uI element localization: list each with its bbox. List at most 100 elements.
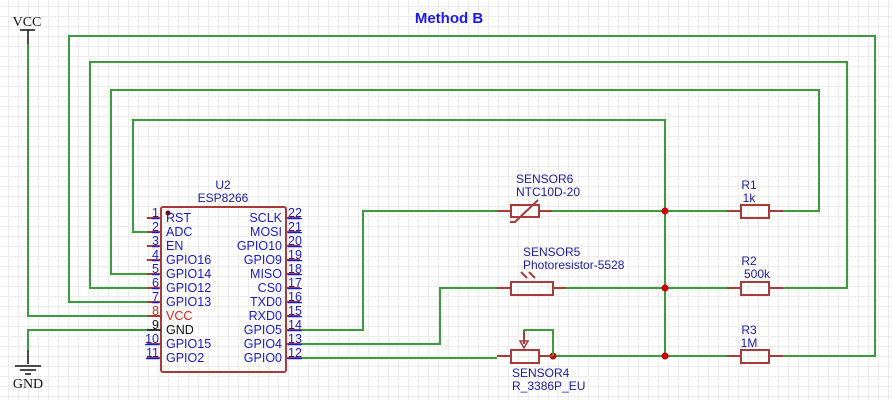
wiper-arrow-icon [518, 340, 530, 350]
wire-gpio4-sensor5[interactable] [298, 287, 497, 345]
r2-designator: R2 [741, 254, 757, 268]
gnd-power-port[interactable]: GND [13, 350, 43, 392]
r1-designator: R1 [741, 178, 757, 192]
light-arrow-icon [520, 271, 528, 279]
chip-body [160, 206, 287, 373]
pin-name: GPIO12 [166, 281, 211, 295]
pin-name: RXD0 [249, 309, 282, 323]
sensor6-designator: SENSOR6 [516, 172, 574, 186]
chip-pin-right[interactable]: 15 RXD0 [249, 304, 302, 323]
pin-name: GND [166, 323, 194, 337]
sensor6-part: NTC10D-20 [516, 185, 580, 199]
r2-value: 500k [744, 267, 771, 281]
thermistor-icon [510, 204, 540, 218]
chip-pin-right[interactable]: 18 MISO [250, 262, 302, 281]
pin-name: GPIO16 [166, 253, 211, 267]
wire-gpio14-r1[interactable] [110, 89, 820, 275]
sensor6-thermistor[interactable]: SENSOR6 NTC10D-20 [497, 172, 580, 223]
pin-number: 13 [288, 332, 302, 346]
pin-name: GPIO4 [244, 337, 282, 351]
pin-number: 2 [152, 220, 159, 234]
pin-number: 3 [152, 234, 159, 248]
pin-name: GPIO15 [166, 337, 211, 351]
pin-name: GPIO5 [244, 323, 282, 337]
pin-number: 17 [288, 276, 302, 290]
pin-name: TXD0 [250, 295, 282, 309]
pin-name: GPIO13 [166, 295, 211, 309]
sensor4-designator: SENSOR4 [512, 366, 570, 380]
sensor5-part: Photoresistor-5528 [523, 258, 625, 272]
resistor-icon [740, 281, 770, 296]
pin-number: 15 [288, 304, 302, 318]
pin-name: GPIO0 [244, 351, 282, 365]
sensor5-designator: SENSOR5 [523, 245, 581, 259]
chip-designator: U2 [215, 178, 231, 192]
wire-adc-common[interactable] [132, 119, 666, 356]
chip-pin-left[interactable]: 9 GND [147, 318, 194, 337]
sensor5-photoresistor[interactable]: SENSOR5 Photoresistor-5528 [497, 245, 625, 296]
chip-pin-right[interactable]: 16 TXD0 [250, 290, 302, 309]
wire-gnd[interactable] [27, 329, 150, 350]
potentiometer-icon [510, 349, 540, 364]
pin-name: GPIO2 [166, 351, 204, 365]
light-arrow-icon [528, 271, 536, 279]
chip-pin-left[interactable]: 7 GPIO13 [147, 290, 211, 309]
wire-gpio13-r3[interactable] [68, 35, 876, 357]
pin-number: 5 [152, 262, 159, 276]
junction-dot [661, 284, 669, 292]
pin-name: GPIO14 [166, 267, 211, 281]
schematic-title: Method B [415, 10, 483, 27]
chip-pin-right[interactable]: 13 GPIO4 [244, 332, 302, 351]
resistor-r1[interactable]: R1 1k [727, 178, 783, 219]
pin-number: 6 [152, 276, 159, 290]
pin-number: 18 [288, 262, 302, 276]
vcc-power-port[interactable]: VCC [13, 15, 42, 44]
pin-number: 9 [152, 318, 159, 332]
resistor-r2[interactable]: R2 500k [727, 254, 783, 296]
chip-pin-right[interactable]: 12 GPIO0 [244, 346, 302, 365]
chip-pin-right[interactable]: 14 GPIO5 [244, 318, 302, 337]
pin-name: CS0 [258, 281, 282, 295]
wire-vcc[interactable] [27, 44, 150, 317]
wire-wiper-short[interactable] [524, 329, 554, 356]
chip-pin-left[interactable]: 2 ADC [147, 220, 192, 239]
pin-number: 21 [288, 220, 302, 234]
sensor4-potentiometer[interactable]: SENSOR4 R_3386P_EU [497, 329, 585, 393]
wire-gpio5-sensor6[interactable] [298, 210, 497, 331]
pin-name: ADC [166, 225, 192, 239]
pin-number: 7 [152, 290, 159, 304]
wire-gpio12-r2[interactable] [89, 61, 848, 289]
chip-pin-left[interactable]: 6 GPIO12 [147, 276, 211, 295]
pin-name: GPIO9 [244, 253, 282, 267]
chip-pin-left[interactable]: 5 GPIO14 [147, 262, 211, 281]
pin1-marker-icon [165, 210, 171, 216]
pin-number: 14 [288, 318, 302, 332]
r3-value: 1M [741, 336, 758, 350]
pin-number: 22 [288, 206, 302, 220]
thermistor-slash [510, 199, 539, 223]
resistor-r3[interactable]: R3 1M [727, 323, 783, 364]
pin-number: 1 [152, 206, 159, 220]
pin-number: 20 [288, 234, 302, 248]
sensor4-part: R_3386P_EU [512, 379, 585, 393]
pin-name: MISO [250, 267, 282, 281]
chip-pin-right[interactable]: 17 CS0 [258, 276, 302, 295]
pin-number: 16 [288, 290, 302, 304]
resistor-icon [740, 349, 770, 364]
pin-number: 12 [288, 346, 302, 360]
vcc-label: VCC [13, 15, 42, 30]
junction-dot [661, 352, 669, 360]
gnd-label: GND [13, 377, 43, 392]
